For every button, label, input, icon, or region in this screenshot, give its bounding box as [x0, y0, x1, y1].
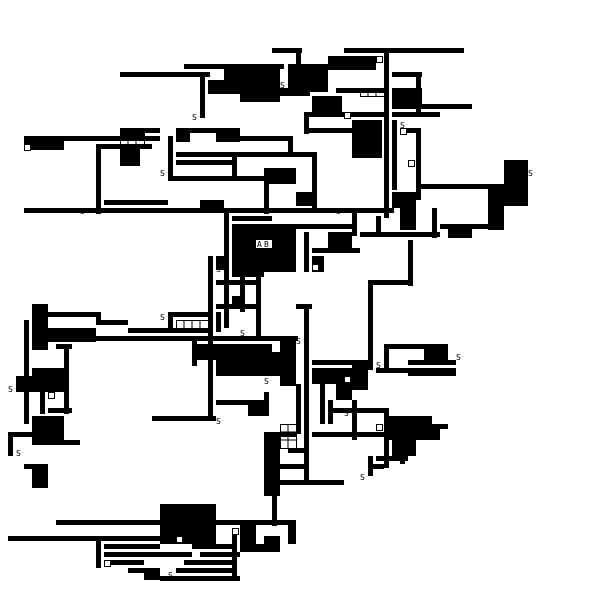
- start-marker-j: S: [296, 337, 301, 346]
- start-marker-s: S: [344, 409, 349, 418]
- door-label-b: B: [264, 240, 269, 249]
- start-marker-u: S: [264, 377, 269, 386]
- start-marker-p: S: [360, 473, 365, 482]
- door-label-group: A B: [256, 240, 272, 249]
- map-walls: [8, 48, 528, 581]
- door-label-a: A: [257, 240, 262, 249]
- start-marker-l: S: [376, 361, 381, 370]
- lattice-tiles: [120, 88, 385, 449]
- start-marker-c: S: [400, 121, 405, 130]
- start-marker-m: S: [8, 385, 13, 394]
- start-marker-b: S: [192, 113, 197, 122]
- start-marker-a: S: [280, 81, 285, 90]
- start-marker-e: S: [528, 169, 533, 178]
- start-marker-n: S: [216, 417, 221, 426]
- start-marker-i: S: [160, 313, 165, 322]
- start-marker-k: S: [456, 353, 461, 362]
- start-marker-r: S: [240, 329, 245, 338]
- start-marker-h: S: [216, 265, 221, 274]
- start-marker-v: S: [40, 393, 45, 402]
- start-markers: S S S S S S S S S S S S S S S S S S S S …: [8, 81, 533, 580]
- start-marker-t: S: [296, 385, 301, 394]
- start-marker-d: S: [160, 169, 165, 178]
- start-marker-f: S: [80, 207, 85, 216]
- tile-boxes: [24, 56, 415, 567]
- start-marker-g: S: [336, 207, 341, 216]
- start-marker-q: S: [168, 571, 173, 580]
- start-marker-o: S: [16, 449, 21, 458]
